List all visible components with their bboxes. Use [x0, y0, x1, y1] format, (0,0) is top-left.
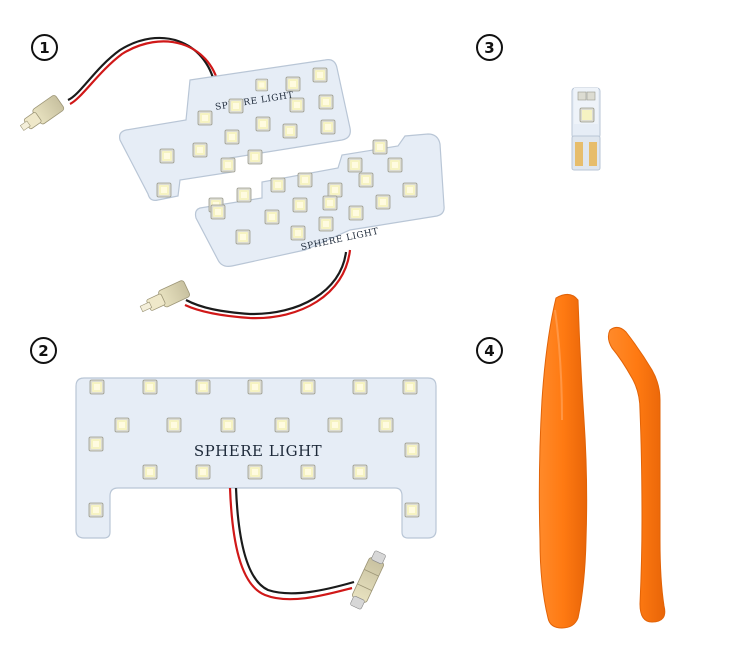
item-4-pry-tools	[538, 294, 666, 629]
festoon-socket	[350, 550, 386, 610]
item-number-4: 4	[476, 337, 503, 364]
wedge-socket-lower	[139, 280, 190, 313]
wedge-socket-upper	[19, 95, 65, 131]
item-2-led-kit: SPHERE LIGHT	[75, 377, 437, 610]
item-number-1: 1	[31, 34, 58, 61]
item-3-t10-bulb	[571, 87, 601, 171]
item-number-3: 3	[476, 34, 503, 61]
item-number-2: 2	[30, 337, 57, 364]
board-brand-text-2: SPHERE LIGHT	[194, 442, 322, 460]
item-1-led-kit: SPHERE LIGHT SPHERE LIGHT	[19, 36, 445, 320]
led-board-lower: SPHERE LIGHT	[194, 133, 445, 267]
led-board-upper: SPHERE LIGHT	[119, 59, 351, 201]
